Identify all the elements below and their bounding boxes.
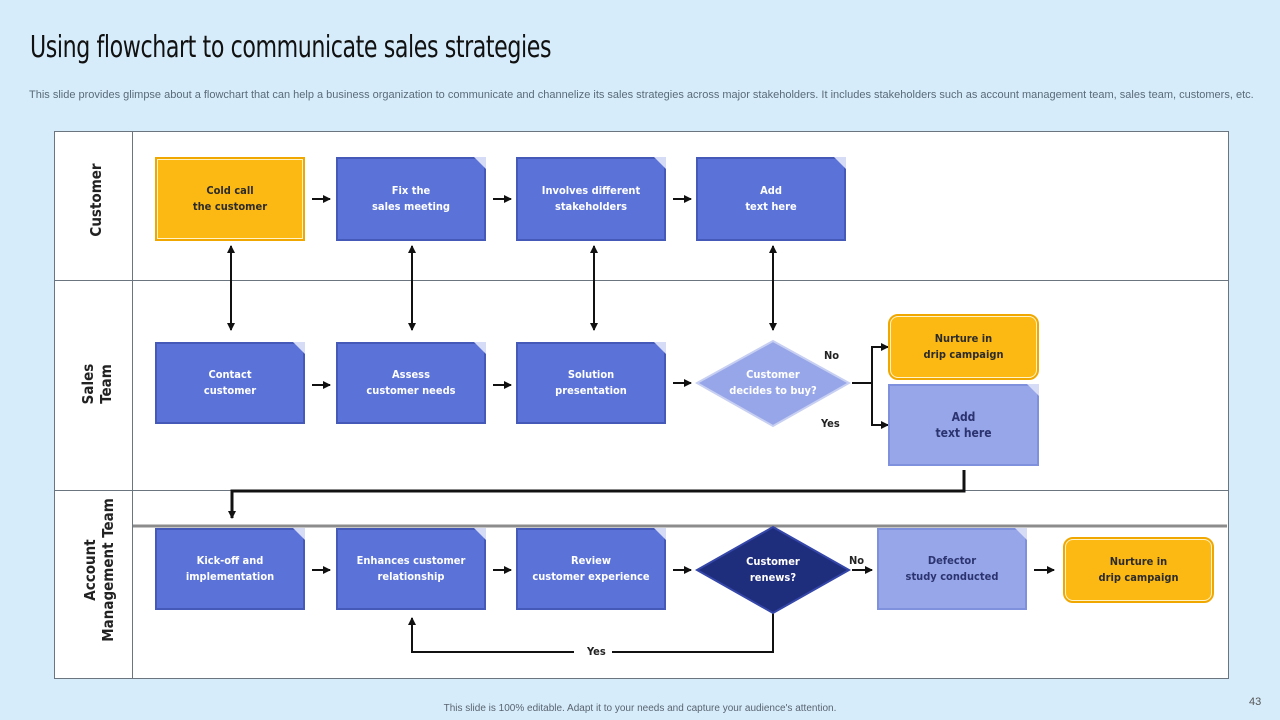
lane-header-divider <box>132 132 133 678</box>
sales-nurture-box: Nurture in drip campaign <box>888 314 1039 380</box>
stakeholders-box: Involves different stakeholders <box>516 157 666 241</box>
customer-add-text-box: Add text here <box>696 157 846 241</box>
branch-no-label: No <box>824 349 840 362</box>
account-nurture-box: Nurture in drip campaign <box>1063 537 1214 603</box>
cold-call-box: Cold call the customer <box>155 157 305 241</box>
sales-add-text-box: Add text here <box>888 384 1039 466</box>
page-title: Using flowchart to communicate sales str… <box>30 30 552 65</box>
decision-buy-label: Customer decides to buy? <box>729 368 817 397</box>
defector-study-box: Defector study conducted <box>877 528 1027 610</box>
page-number: 43 <box>1249 696 1262 708</box>
review-experience-box: Review customer experience <box>516 528 666 610</box>
decision-diamond-renews <box>694 525 852 615</box>
footer-note: This slide is 100% editable. Adapt it to… <box>443 703 837 714</box>
decision-renews-label: Customer renews? <box>746 555 800 584</box>
decision-diamond-buy <box>694 339 852 428</box>
contact-customer-box: Contact customer <box>155 342 305 424</box>
page-subtitle: This slide provides glimpse about a flow… <box>29 89 1254 101</box>
enhance-relationship-box: Enhances customer relationship <box>336 528 486 610</box>
lane-divider <box>55 280 1228 281</box>
solution-presentation-box: Solution presentation <box>516 342 666 424</box>
renews-yes-label: Yes <box>583 645 610 658</box>
kickoff-box: Kick-off and implementation <box>155 528 305 610</box>
fix-meeting-box: Fix the sales meeting <box>336 157 486 241</box>
renews-no-label: No <box>849 554 865 567</box>
assess-needs-box: Assess customer needs <box>336 342 486 424</box>
branch-yes-label: Yes <box>821 417 840 430</box>
